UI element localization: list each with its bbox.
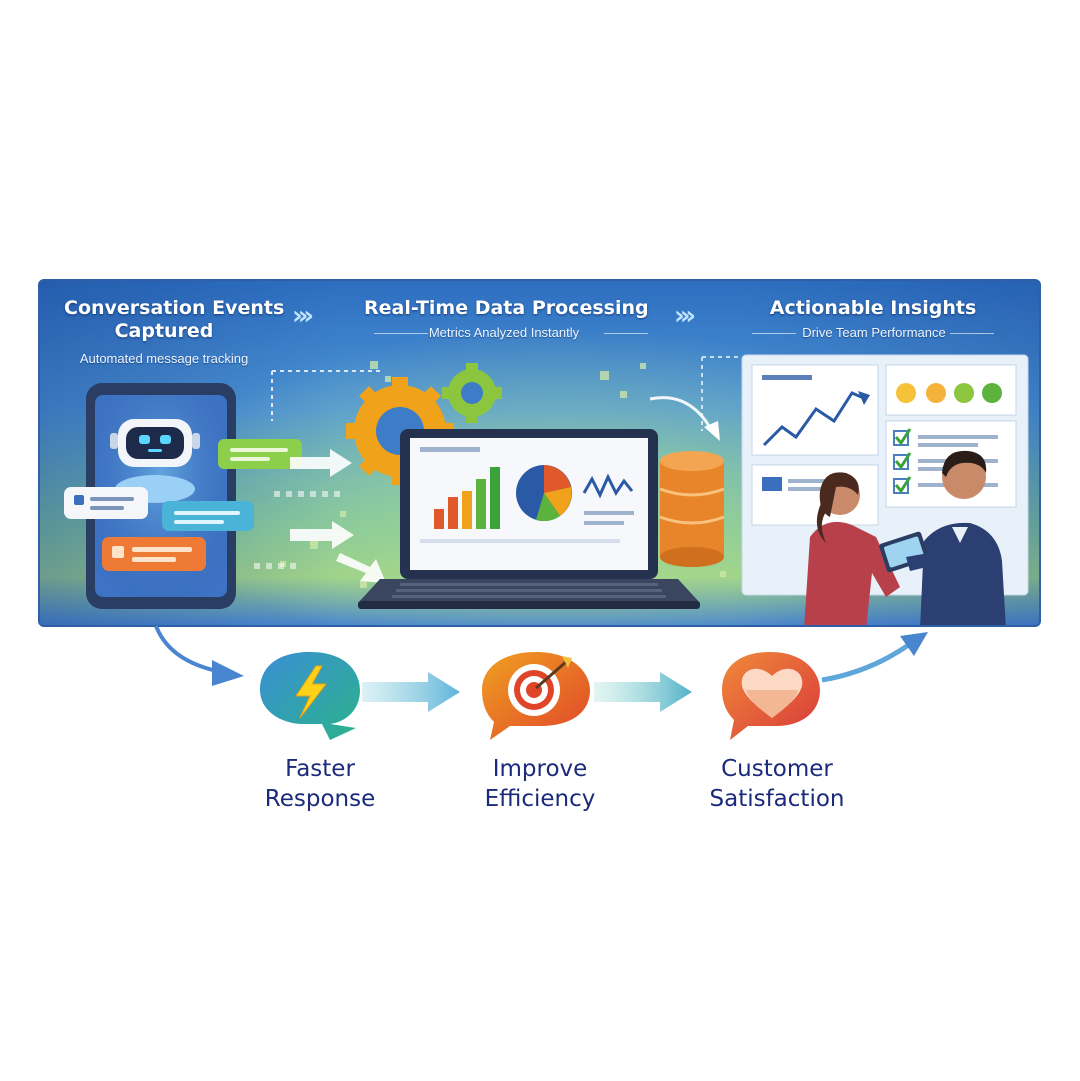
outcome-line1: Improve: [492, 756, 588, 782]
team-people-illustration: [804, 450, 1006, 625]
divider: [374, 333, 428, 334]
lightning-bolt-icon: [260, 652, 360, 740]
stage1-title-line2: Captured: [114, 320, 214, 342]
outcome-line2: Response: [264, 786, 376, 812]
stage3-title: Actionable Insights: [769, 297, 977, 319]
target-icon: [482, 652, 590, 740]
stage2-title: Real-Time Data Processing: [364, 297, 649, 319]
chevron-right-icon: ›››: [674, 301, 696, 331]
stage1-subtitle: Automated message tracking: [79, 351, 249, 366]
curved-arrow-right: [821, 632, 928, 683]
arrow-right-icon: [594, 672, 692, 712]
curved-arrow-left: [154, 625, 244, 686]
banner-illustrations: [64, 354, 1029, 625]
outcome-faster-response: Faster Response: [240, 754, 400, 814]
outcome-improve-efficiency: Improve Efficiency: [460, 754, 620, 814]
divider: [604, 333, 648, 334]
stage1-title-line1: Conversation Events: [64, 297, 285, 319]
phone-chatbot-illustration: [64, 383, 302, 609]
database-icon: [659, 451, 725, 567]
stage2-subtitle: Metrics Analyzed Instantly: [428, 325, 580, 340]
stage3-subtitle: Drive Team Performance: [802, 325, 946, 340]
chevron-right-icon: ›››: [292, 301, 314, 331]
outcome-line1: Faster: [285, 756, 355, 782]
flow-arrows-left: [290, 449, 386, 583]
process-banner: Conversation Events Captured Automated m…: [38, 279, 1041, 627]
divider: [752, 333, 796, 334]
divider: [950, 333, 994, 334]
laptop-dashboard-illustration: [358, 429, 700, 609]
outcome-line2: Efficiency: [484, 786, 596, 812]
outcome-line1: Customer: [721, 756, 833, 782]
heart-icon: [722, 652, 820, 740]
outcome-line2: Satisfaction: [709, 786, 845, 812]
arrow-right-icon: [362, 672, 460, 712]
outcome-customer-satisfaction: Customer Satisfaction: [682, 754, 872, 814]
